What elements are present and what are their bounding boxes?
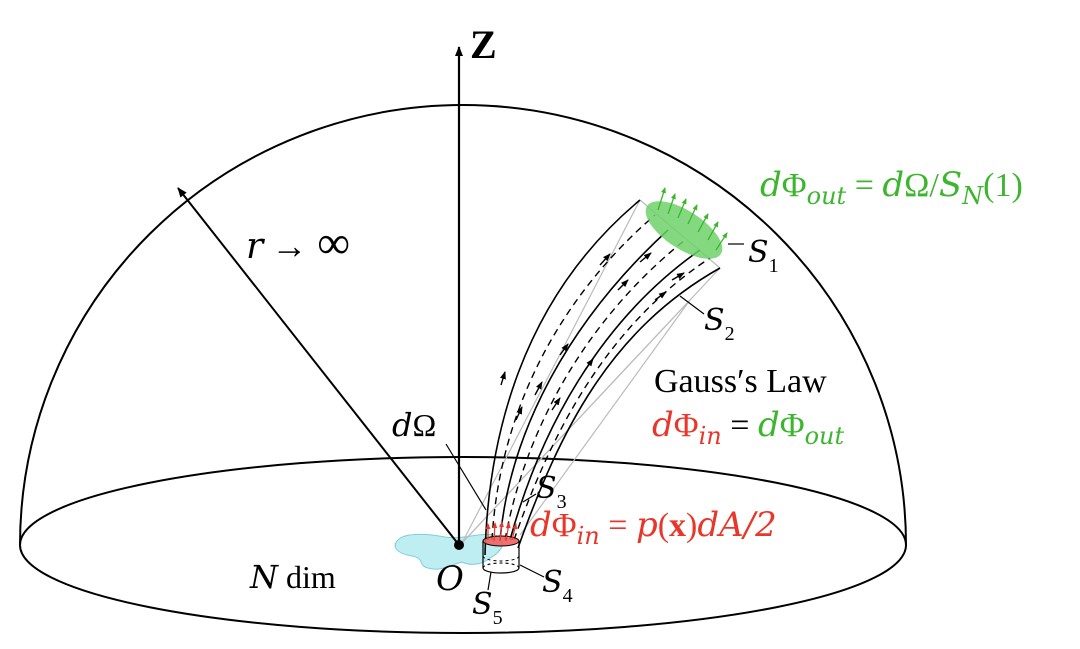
- distribution-blob: [394, 533, 504, 570]
- origin-label: O: [436, 559, 464, 599]
- base-cylinder: [482, 535, 520, 574]
- outer-surface-s1: [645, 201, 723, 259]
- gauss-law-equation: dΦin = dΦout: [652, 405, 844, 450]
- flux-direction-arrows: [500, 252, 685, 421]
- surface-s4-label: S4: [542, 565, 573, 607]
- surface-s5-label: S5: [472, 587, 503, 629]
- base-ellipse: [19, 456, 907, 634]
- origin-dot: [454, 540, 464, 550]
- surface-s1-label: S1: [748, 235, 779, 277]
- gauss-law-title: Gauss′s Law: [654, 363, 827, 400]
- solid-angle-label: dΩ: [392, 406, 436, 444]
- flux-in-equation: dΦin = p(x)dA/2: [530, 505, 777, 550]
- surface-s2-label: S2: [704, 303, 735, 345]
- radius-arrow: [177, 187, 460, 546]
- flux-tube-solid: [484, 199, 721, 556]
- inward-flux-arrows: [485, 521, 518, 542]
- radius-label: r→∞: [246, 217, 350, 268]
- leader-lines: [445, 243, 744, 591]
- outward-flux-arrows: [657, 187, 728, 251]
- surface-s3-label: S3: [536, 471, 567, 513]
- flux-out-equation: dΦout = dΩ/SN(1): [760, 165, 1023, 210]
- z-axis-label: Z: [470, 22, 497, 67]
- flux-tube-dashed: [491, 214, 711, 541]
- hemisphere-dome: [19, 104, 907, 546]
